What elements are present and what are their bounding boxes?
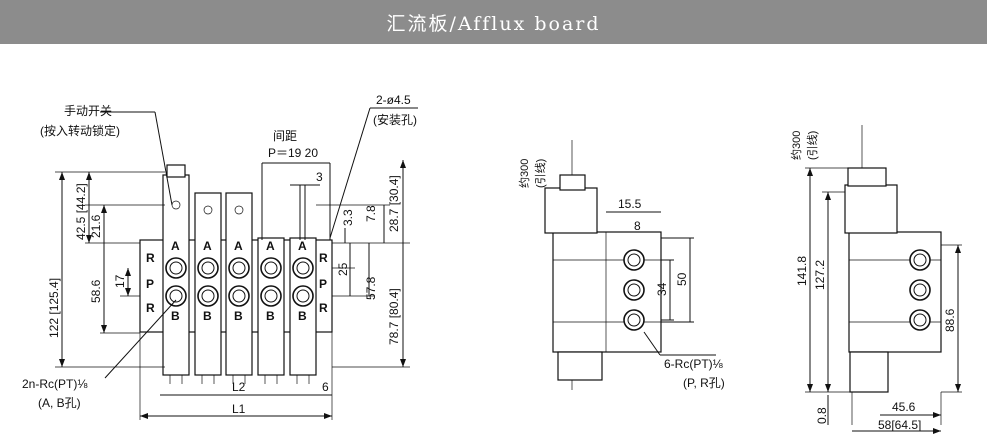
front-view: A A A A A B B B B B R P R R P R: [22, 93, 418, 420]
side-lead-length: 约300: [518, 159, 531, 188]
port-letter-b: B: [234, 309, 243, 323]
page-title: 汇流板/Afflux board: [386, 12, 601, 35]
right-lead-note: (引线): [805, 131, 819, 160]
right-dim-141-8: 141.8: [795, 256, 809, 286]
dim-3-3: 3.3: [341, 209, 355, 226]
side-view: 15.5 8 34 50 约300 (引线) 6-Rc(PT)⅛ (P, R孔): [518, 140, 725, 390]
port-letter-r: R: [146, 301, 155, 315]
valve-station-1: [162, 164, 190, 376]
dim-17: 17: [113, 274, 127, 288]
port-letter-a: A: [234, 239, 243, 253]
side-dim-15-5: 15.5: [618, 197, 642, 211]
port-letter-a: A: [171, 239, 180, 253]
side-port-callout: 6-Rc(PT)⅛: [664, 357, 724, 371]
leader-lines: [100, 107, 418, 379]
dim-122: 122 [125.4]: [47, 278, 61, 338]
port-letter-b: B: [171, 309, 180, 323]
valve-station-4: [257, 237, 285, 376]
manual-override-label: 手动开关: [64, 104, 112, 118]
port-callout: 2n-Rc(PT)⅛: [22, 377, 88, 391]
right-dimension-lines: [809, 168, 959, 432]
dim-3: 3: [316, 170, 323, 184]
side-dim-34: 34: [655, 282, 669, 296]
side-lead-note: (引线): [533, 159, 547, 188]
right-dimension-arrows: [807, 168, 961, 434]
valve-station-5: [289, 237, 317, 376]
dim-78-7: 78.7 [80.4]: [387, 288, 401, 345]
dimension-arrows: [59, 160, 406, 419]
dim-42-5: 42.5 [44.2]: [74, 183, 88, 240]
port-letter-b: B: [266, 309, 275, 323]
right-dim-45-6: 45.6: [892, 400, 916, 414]
manual-override-note: (按入转动锁定): [40, 123, 120, 138]
dim-58-6: 58.6: [89, 279, 103, 303]
dim-57-8: 57.8: [364, 276, 378, 300]
port-letter-a: A: [298, 239, 307, 253]
port-letter-r: R: [319, 301, 328, 315]
port-letter-b: B: [203, 309, 212, 323]
pitch-value: P＝19 20: [268, 146, 318, 160]
dim-25: 25: [336, 262, 350, 276]
right-dim-88-6: 88.6: [943, 308, 957, 332]
mounting-hole-note: (安装孔): [373, 112, 417, 127]
right-dim-127-2: 127.2: [813, 260, 827, 290]
side-dim-50: 50: [675, 272, 689, 286]
pitch-label: 间距: [273, 129, 297, 143]
dim-l2: L2: [232, 380, 246, 394]
port-letter-p: P: [146, 277, 154, 291]
side-dim-8: 8: [634, 219, 641, 233]
station-pins: [169, 375, 310, 384]
port-letter-a: A: [266, 239, 275, 253]
side-port-callout-note: (P, R孔): [683, 376, 725, 390]
valve-station-3: [225, 192, 253, 376]
right-view: 141.8 127.2 88.6 0.8 45.6 58[64.5] 约300 …: [790, 125, 962, 434]
dim-6: 6: [322, 380, 329, 394]
dim-28-7: 28.7 [30.4]: [387, 175, 401, 232]
dim-l1: L1: [232, 402, 246, 416]
title-banner: 汇流板/Afflux board: [0, 0, 987, 44]
dim-21-6: 21.6: [89, 214, 103, 238]
port-letter-p: P: [319, 277, 327, 291]
right-lead-length: 约300: [790, 131, 803, 160]
dim-7-8: 7.8: [364, 205, 378, 222]
port-letter-r: R: [319, 251, 328, 265]
port-callout-note: (A, B孔): [38, 396, 81, 410]
valve-station-2: [194, 192, 222, 376]
side-dimension-lines: [606, 211, 716, 356]
port-letter-b: B: [298, 309, 307, 323]
right-dim-58: 58[64.5]: [878, 418, 921, 432]
port-letter-r: R: [146, 251, 155, 265]
right-dim-0-8: 0.8: [815, 407, 829, 424]
mounting-hole-size: 2-ø4.5: [376, 93, 411, 107]
port-letter-a: A: [203, 239, 212, 253]
